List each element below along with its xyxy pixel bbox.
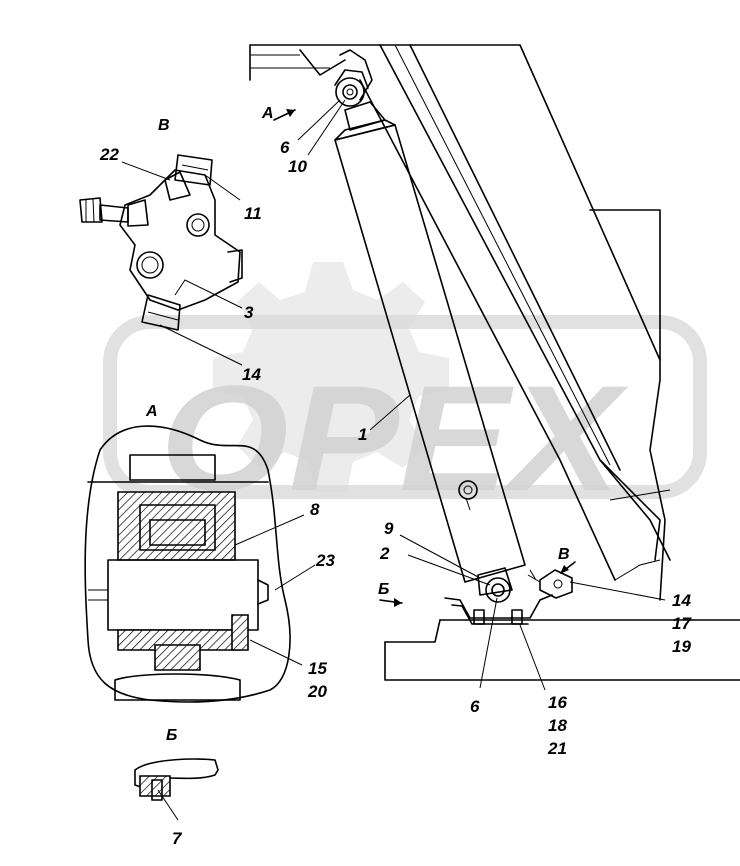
callout-3: 3 xyxy=(244,303,254,322)
callout-2: 2 xyxy=(379,544,390,563)
view-label-b-main: Б xyxy=(378,581,389,598)
section-detail-b xyxy=(134,758,219,801)
view-label-a-main: A xyxy=(261,105,274,122)
view-label-v-detail: В xyxy=(158,117,170,134)
watermark-text: OPEX xyxy=(160,354,629,522)
callout-9: 9 xyxy=(384,519,394,538)
view-label-v-main: В xyxy=(558,546,570,563)
leader-lines xyxy=(121,99,666,821)
callout-17: 17 xyxy=(672,614,692,633)
callout-19: 19 xyxy=(672,637,691,656)
callout-14-v: 14 xyxy=(242,365,261,384)
valve-detail-v xyxy=(79,154,243,331)
callout-7: 7 xyxy=(172,829,183,848)
callout-11: 11 xyxy=(244,204,262,223)
callout-16: 16 xyxy=(548,693,567,712)
view-arrows xyxy=(273,109,576,607)
callout-22: 22 xyxy=(99,145,119,164)
callout-1: 1 xyxy=(358,425,367,444)
callout-6-top: 6 xyxy=(280,138,290,157)
callout-15: 15 xyxy=(308,659,327,678)
view-label-b-detail: Б xyxy=(166,727,177,744)
callout-18: 18 xyxy=(548,716,567,735)
callout-23: 23 xyxy=(315,551,335,570)
callout-10: 10 xyxy=(288,157,307,176)
callout-14: 14 xyxy=(672,591,691,610)
watermark: OPEX xyxy=(103,262,707,522)
callout-21: 21 xyxy=(547,739,567,758)
main-assembly xyxy=(249,44,740,681)
callout-8: 8 xyxy=(310,500,320,519)
callout-6-bottom: 6 xyxy=(470,697,480,716)
section-detail-a xyxy=(84,425,291,703)
view-label-a-detail: A xyxy=(145,403,158,420)
callout-20: 20 xyxy=(307,682,327,701)
